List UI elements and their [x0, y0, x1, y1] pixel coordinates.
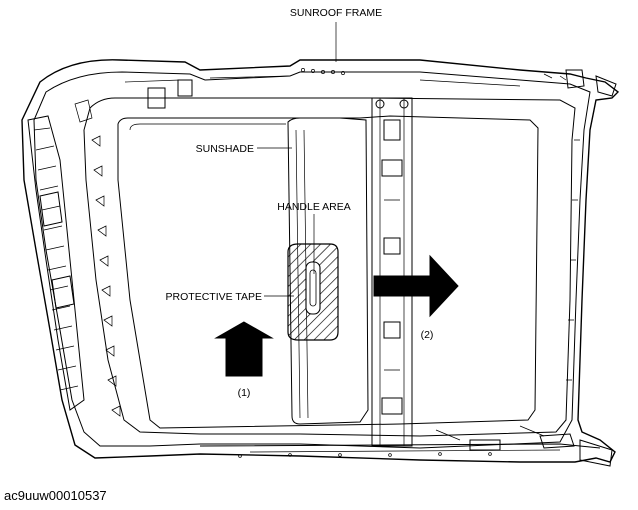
sunroof-frame [21, 59, 620, 467]
label-protective-tape: PROTECTIVE TAPE [166, 291, 262, 303]
arrow-slide-right [373, 254, 459, 318]
center-rail [371, 97, 413, 447]
label-sunroof-frame: SUNROOF FRAME [290, 7, 382, 19]
label-sunshade: SUNSHADE [196, 143, 254, 155]
figure-code: ac9uuw00010537 [4, 488, 107, 503]
label-handle-area: HANDLE AREA [277, 201, 351, 213]
arrow-push-up [214, 321, 274, 377]
label-step-2: (2) [421, 329, 434, 341]
label-step-1: (1) [238, 387, 251, 399]
leader-lines [257, 22, 337, 297]
handle [305, 261, 321, 315]
